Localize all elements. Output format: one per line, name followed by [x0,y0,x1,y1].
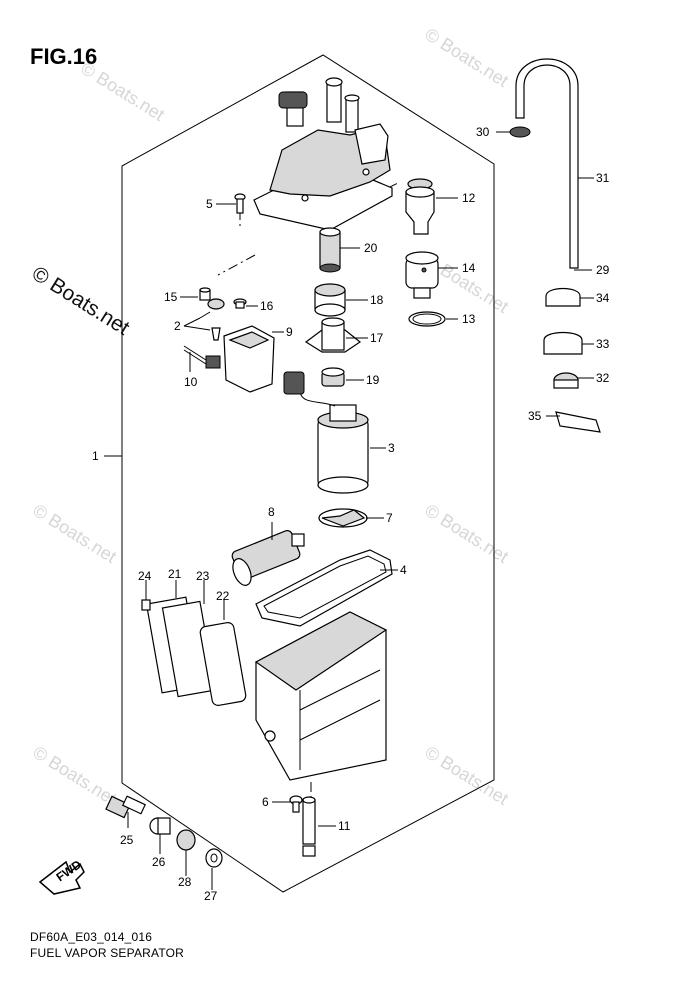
callout-5: 5 [206,197,213,211]
callout-12: 12 [462,191,476,205]
float-chamber [254,611,388,781]
holder-18 [314,283,346,317]
tube-11 [302,796,316,857]
callout-23: 23 [196,569,210,583]
callout-9: 9 [286,325,293,339]
callout-32: 32 [596,371,610,385]
valve-12 [405,178,435,235]
callout-35: 35 [528,409,542,423]
callout-33: 33 [596,337,610,351]
grommet-19 [321,367,345,387]
callout-22: 22 [216,589,230,603]
callout-14: 14 [462,261,476,275]
wire-10 [183,345,221,369]
callout-34: 34 [596,291,610,305]
filter-20 [319,227,341,273]
clip-33 [543,331,583,355]
bolt-25 [105,795,146,819]
fuel-pump-3 [283,371,369,494]
callout-20: 20 [364,241,378,255]
callout-17: 17 [370,331,384,345]
figure-code: DF60A_E03_014_016 [30,930,153,944]
float-14 [405,251,439,299]
callout-27: 27 [204,889,218,903]
callout-18: 18 [370,293,384,307]
callout-29: 29 [596,263,610,277]
clamp-35 [555,411,601,433]
callout-21: 21 [168,567,182,581]
figure-title: FIG.16 [30,44,98,69]
callout-8: 8 [268,505,275,519]
screw-24 [141,599,151,611]
callout-19: 19 [366,373,380,387]
callout-6: 6 [262,795,269,809]
cover-9 [223,325,275,393]
hose-31 [515,58,579,269]
grommet-32 [553,372,579,389]
pump-cover [253,77,393,231]
callout-11: 11 [338,819,351,833]
clip-34 [545,287,581,307]
clamp-30 [509,126,531,138]
pin-2 [207,298,225,341]
strainer-7 [318,508,368,528]
gasket-4-inner [263,555,387,619]
callout-15: 15 [164,290,178,304]
gasket-22 [199,622,247,706]
gasket-4 [255,549,393,627]
callout-16: 16 [260,299,274,313]
callout-31: 31 [596,171,610,185]
callout-30: 30 [476,125,490,139]
callout-1: 1 [92,449,99,463]
leader-lines [104,131,594,890]
bracket-17 [304,317,362,353]
washer-27 [205,848,223,868]
callout-10: 10 [184,375,198,389]
screw-6 [289,795,303,813]
alignment-line [217,254,256,276]
filter-element-8 [231,530,305,586]
nut-15 [199,287,211,301]
grommet-28 [176,829,196,851]
assembly-frame [121,54,495,893]
callout-24: 24 [138,569,152,583]
figure-name: FUEL VAPOR SEPARATOR [30,946,185,960]
callout-7: 7 [386,511,393,525]
screw-5 [234,193,246,214]
fwd-arrow-icon: FWD [38,857,85,895]
o-ring-13-inner [412,313,442,325]
callout-25: 25 [120,833,134,847]
washer-16 [233,298,247,309]
sleeve-26 [149,817,171,835]
callout-26: 26 [152,855,166,869]
callout-28: 28 [178,875,192,889]
callout-2: 2 [174,319,181,333]
callout-3: 3 [388,441,395,455]
callout-4: 4 [400,563,407,577]
callout-13: 13 [462,312,476,326]
